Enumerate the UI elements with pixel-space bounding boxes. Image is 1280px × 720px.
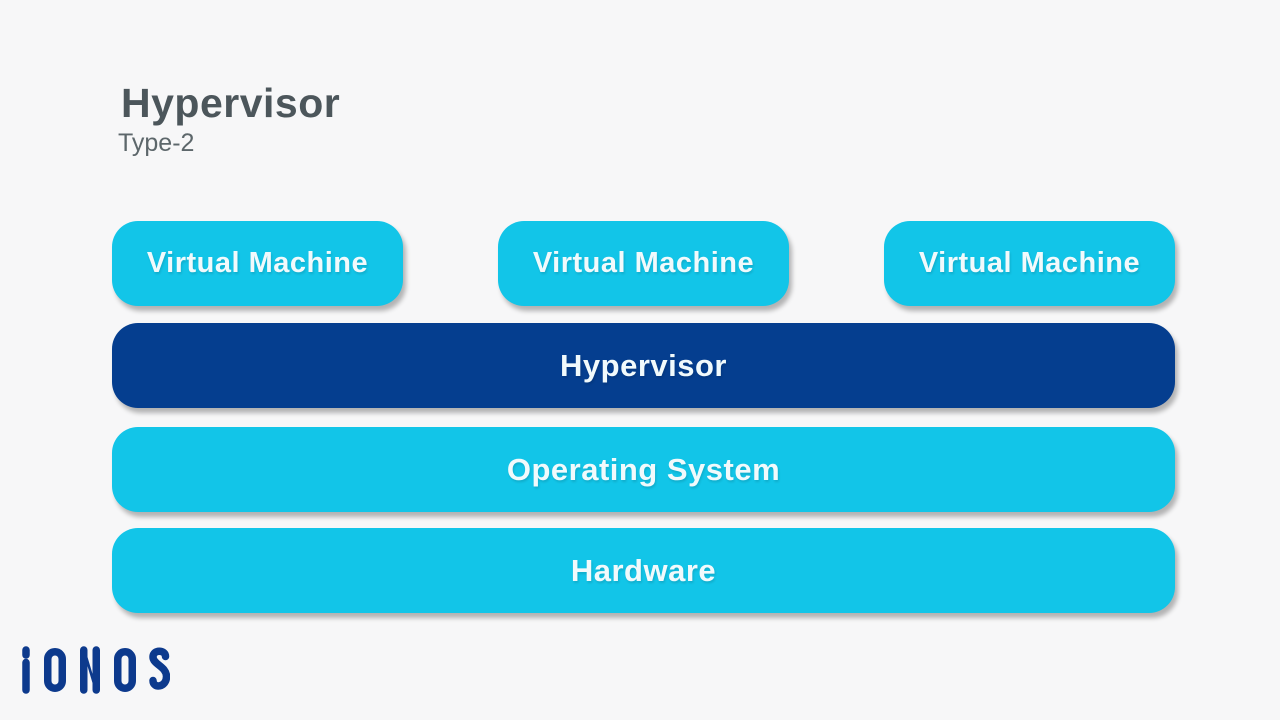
virtual-machine-box-2: Virtual Machine <box>498 221 789 306</box>
ionos-logo <box>22 646 170 694</box>
virtual-machine-label: Virtual Machine <box>146 247 369 279</box>
layer-hardware-label: Hardware <box>570 552 717 588</box>
ionos-logo-icon <box>22 646 170 694</box>
layer-hypervisor-label: Hypervisor <box>560 347 727 383</box>
page-subtitle: Type-2 <box>118 129 195 157</box>
virtual-machine-label: Virtual Machine <box>918 247 1141 279</box>
layer-operating-system-label: Operating System <box>506 451 781 487</box>
layer-hardware: Hardware <box>112 528 1175 613</box>
layer-operating-system: Operating System <box>112 427 1175 512</box>
page-title: Hypervisor <box>121 80 341 126</box>
layer-hypervisor: Hypervisor <box>112 323 1175 408</box>
virtual-machine-box-1: Virtual Machine <box>112 221 403 306</box>
virtual-machine-label: Virtual Machine <box>532 247 755 279</box>
virtual-machine-box-3: Virtual Machine <box>884 221 1175 306</box>
virtual-machine-row: Virtual Machine Virtual Machine Virtual … <box>112 221 1175 306</box>
